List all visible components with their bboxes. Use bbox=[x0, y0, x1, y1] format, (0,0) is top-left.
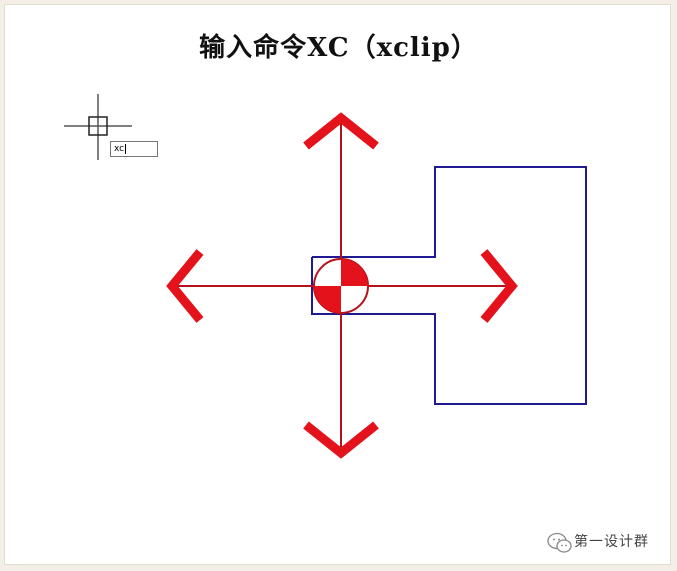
arrow-right-icon[interactable] bbox=[480, 249, 518, 323]
xclip-boundary-outline bbox=[311, 166, 587, 405]
arrow-left-icon[interactable] bbox=[166, 249, 204, 323]
wechat-icon bbox=[547, 532, 572, 553]
dynamic-input-text: xc bbox=[114, 144, 125, 154]
text-caret bbox=[125, 143, 127, 154]
crosshair-cursor-icon bbox=[64, 94, 132, 160]
page-title: 输入命令XC（xclip） bbox=[199, 33, 478, 63]
watermark-text: 第一设计群 bbox=[574, 534, 649, 550]
watermark: 第一设计群 bbox=[574, 530, 649, 552]
move-grip-icon[interactable] bbox=[313, 258, 369, 314]
dynamic-input-field[interactable]: xc bbox=[110, 141, 158, 157]
arrow-down-icon[interactable] bbox=[303, 421, 379, 459]
arrow-up-icon[interactable] bbox=[303, 112, 379, 150]
